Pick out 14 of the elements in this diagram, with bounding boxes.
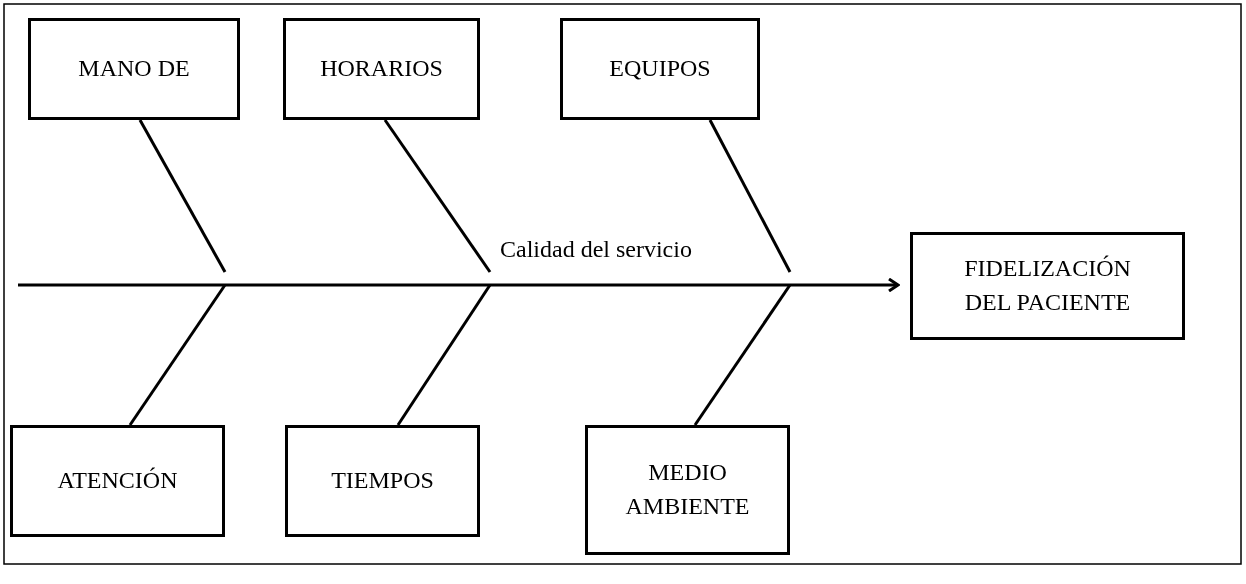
cause-box: HORARIOS bbox=[283, 18, 480, 120]
bone-line bbox=[128, 284, 227, 426]
bone-line bbox=[138, 119, 227, 273]
cause-box: MANO DE bbox=[28, 18, 240, 120]
cause-box: ATENCIÓN bbox=[10, 425, 225, 537]
bone-line bbox=[383, 119, 492, 273]
bone-line bbox=[396, 284, 492, 426]
spine-arrow bbox=[18, 277, 900, 293]
cause-box: TIEMPOS bbox=[285, 425, 480, 537]
bone-line bbox=[693, 284, 792, 426]
effect-box: FIDELIZACIÓN DEL PACIENTE bbox=[910, 232, 1185, 340]
cause-box: MEDIO AMBIENTE bbox=[585, 425, 790, 555]
bone-line bbox=[708, 119, 792, 273]
cause-box: EQUIPOS bbox=[560, 18, 760, 120]
